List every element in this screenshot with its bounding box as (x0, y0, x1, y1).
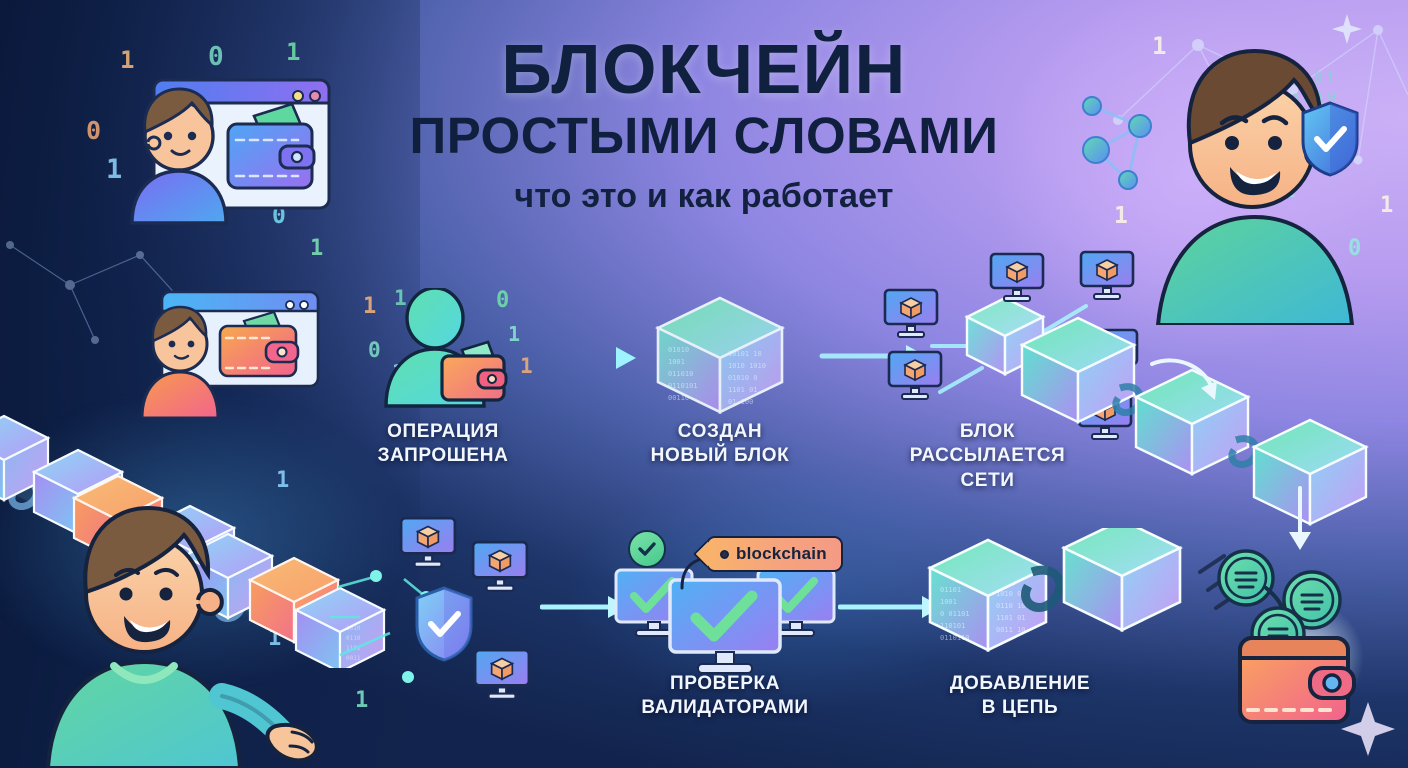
step-1-label-line1: ОПЕРАЦИЯ (387, 421, 499, 442)
svg-text:01010: 01010 (668, 346, 689, 354)
binary-digit: 0 (1348, 236, 1362, 261)
binary-digit: 1 (1380, 193, 1394, 218)
title-block: БЛОКЧЕЙН ПРОСТЫМИ СЛОВАМИ что это и как … (0, 30, 1408, 216)
svg-text:1101 01: 1101 01 (996, 614, 1026, 622)
monitor-with-block-icon (1079, 250, 1135, 300)
svg-text:0011 10: 0011 10 (996, 626, 1026, 634)
binary-digit: 1 (1152, 32, 1167, 60)
step-5-label: ДОБАВЛЕНИЕ В ЦЕПЬ (880, 672, 1160, 721)
binary-digit: 0 (208, 42, 224, 72)
arrow-down-to-wallet (1289, 486, 1311, 550)
svg-text:011010: 011010 (668, 370, 693, 378)
step-4-label: ПРОВЕРКА ВАЛИДАТОРАМИ (580, 672, 870, 721)
glowing-block-cube-icon: 01010 1001 011010 0110101 00110 10101 10 101… (655, 296, 785, 415)
blockchain-tag-label: blockchain (736, 544, 827, 563)
arrow-step1-to-step2 (521, 347, 636, 369)
person-browser-wallet-mid-left (140, 290, 320, 418)
step-3-label: БЛОК РАССЫЛАЕТСЯ СЕТИ (880, 420, 1095, 493)
blockchain-tag[interactable]: blockchain (706, 536, 843, 572)
binary-digit: 1 (508, 322, 521, 346)
svg-text:1010 1010: 1010 1010 (728, 362, 766, 370)
binary-digit: 1 (394, 286, 407, 310)
binary-digit: 1 (120, 46, 135, 74)
status-check-icon (628, 530, 666, 568)
svg-text:110101: 110101 (940, 622, 965, 630)
monitor-with-block-icon (883, 288, 939, 338)
binary-digit: 1 (363, 294, 377, 319)
binary-digit: 1 (310, 236, 324, 261)
svg-text:0011: 0011 (346, 655, 361, 662)
binary-digit: 1 (355, 688, 369, 713)
arrow-curved-to-wallet (1150, 358, 1217, 400)
svg-text:1101 01: 1101 01 (728, 386, 758, 394)
binary-digit: 1 (520, 354, 533, 378)
step-5-label-line1: ДОБАВЛЕНИЕ (949, 673, 1091, 694)
binary-digit: 0 (496, 288, 510, 313)
monitor-with-block-icon (473, 648, 531, 700)
step-3-label-line2: РАССЫЛАЕТСЯ (909, 445, 1066, 467)
step-2-label: СОЗДАН НОВЫЙ БЛОК (595, 420, 845, 469)
step-5-label-line2: В ЦЕПЬ (981, 697, 1059, 719)
svg-text:0110101: 0110101 (668, 382, 698, 390)
svg-text:01 100: 01 100 (728, 398, 753, 406)
step-3-label-line3: СЕТИ (960, 469, 1015, 491)
person-pointing-bottom-left (45, 505, 319, 768)
sparkle-icon (1332, 14, 1362, 44)
binary-digit: 1 (1114, 203, 1128, 229)
blockchain-chain-right-upper (1019, 316, 1369, 526)
step-2-label-line2: НОВЫЙ БЛОК (650, 445, 790, 467)
svg-text:1010: 1010 (346, 625, 361, 632)
binary-digit: 0 (272, 203, 286, 229)
person-browser-wallet-top-left (130, 78, 331, 225)
svg-text:1010 01: 1010 01 (996, 590, 1026, 598)
page-subtitle: что это и как работает (514, 176, 894, 215)
page-title-line1: БЛОКЧЕЙН (501, 30, 907, 108)
monitor-with-block-icon (887, 350, 943, 400)
svg-text:10101 10: 10101 10 (728, 350, 762, 358)
svg-text:01101: 01101 (940, 586, 961, 594)
wallet-receiving-coins-icon (1190, 520, 1405, 760)
binary-digit: 1 (286, 38, 301, 66)
binary-digit: 0 (86, 116, 102, 145)
svg-text:01010 0: 01010 0 (728, 374, 758, 382)
page-title-line2: ПРОСТЫМИ СЛОВАМИ (409, 107, 999, 165)
svg-text:0 01101: 0 01101 (940, 610, 970, 618)
monitor-with-block-icon (399, 516, 457, 568)
step-4-label-line1: ПРОВЕРКА (669, 673, 781, 694)
tag-dot-icon (720, 549, 729, 559)
step-2-label-line1: СОЗДАН (677, 421, 763, 442)
step-1-label: ОПЕРАЦИЯ ЗАПРОШЕНА (318, 420, 568, 469)
svg-text:1001: 1001 (668, 358, 685, 366)
user-with-wallet-icon (384, 288, 508, 408)
validator-monitors-icon (614, 568, 836, 674)
svg-text:0110 10: 0110 10 (996, 602, 1026, 610)
svg-text:0110110: 0110110 (940, 634, 970, 642)
chain-append-icon: 01101 1001 0 01101 110101 0110110 1010 01 011… (927, 528, 1183, 653)
binary-digit: 0 (368, 338, 381, 362)
shield-check-validator-icon (415, 586, 473, 662)
binary-digit: 1 (276, 468, 290, 493)
svg-text:0110: 0110 (346, 635, 361, 642)
step-4-label-line2: ВАЛИДАТОРАМИ (641, 697, 809, 719)
binary-digit: 1 (106, 154, 123, 185)
person-smiling-top-right (1155, 48, 1355, 325)
step-1-label-line2: ЗАПРОШЕНА (377, 445, 509, 467)
shield-check-icon (1301, 101, 1359, 177)
step-3-label-line1: БЛОК (959, 421, 1016, 442)
monitor-with-block-icon (989, 252, 1045, 302)
svg-text:1001: 1001 (940, 598, 957, 606)
svg-text:00110: 00110 (668, 394, 689, 402)
monitor-with-block-icon (471, 540, 529, 592)
